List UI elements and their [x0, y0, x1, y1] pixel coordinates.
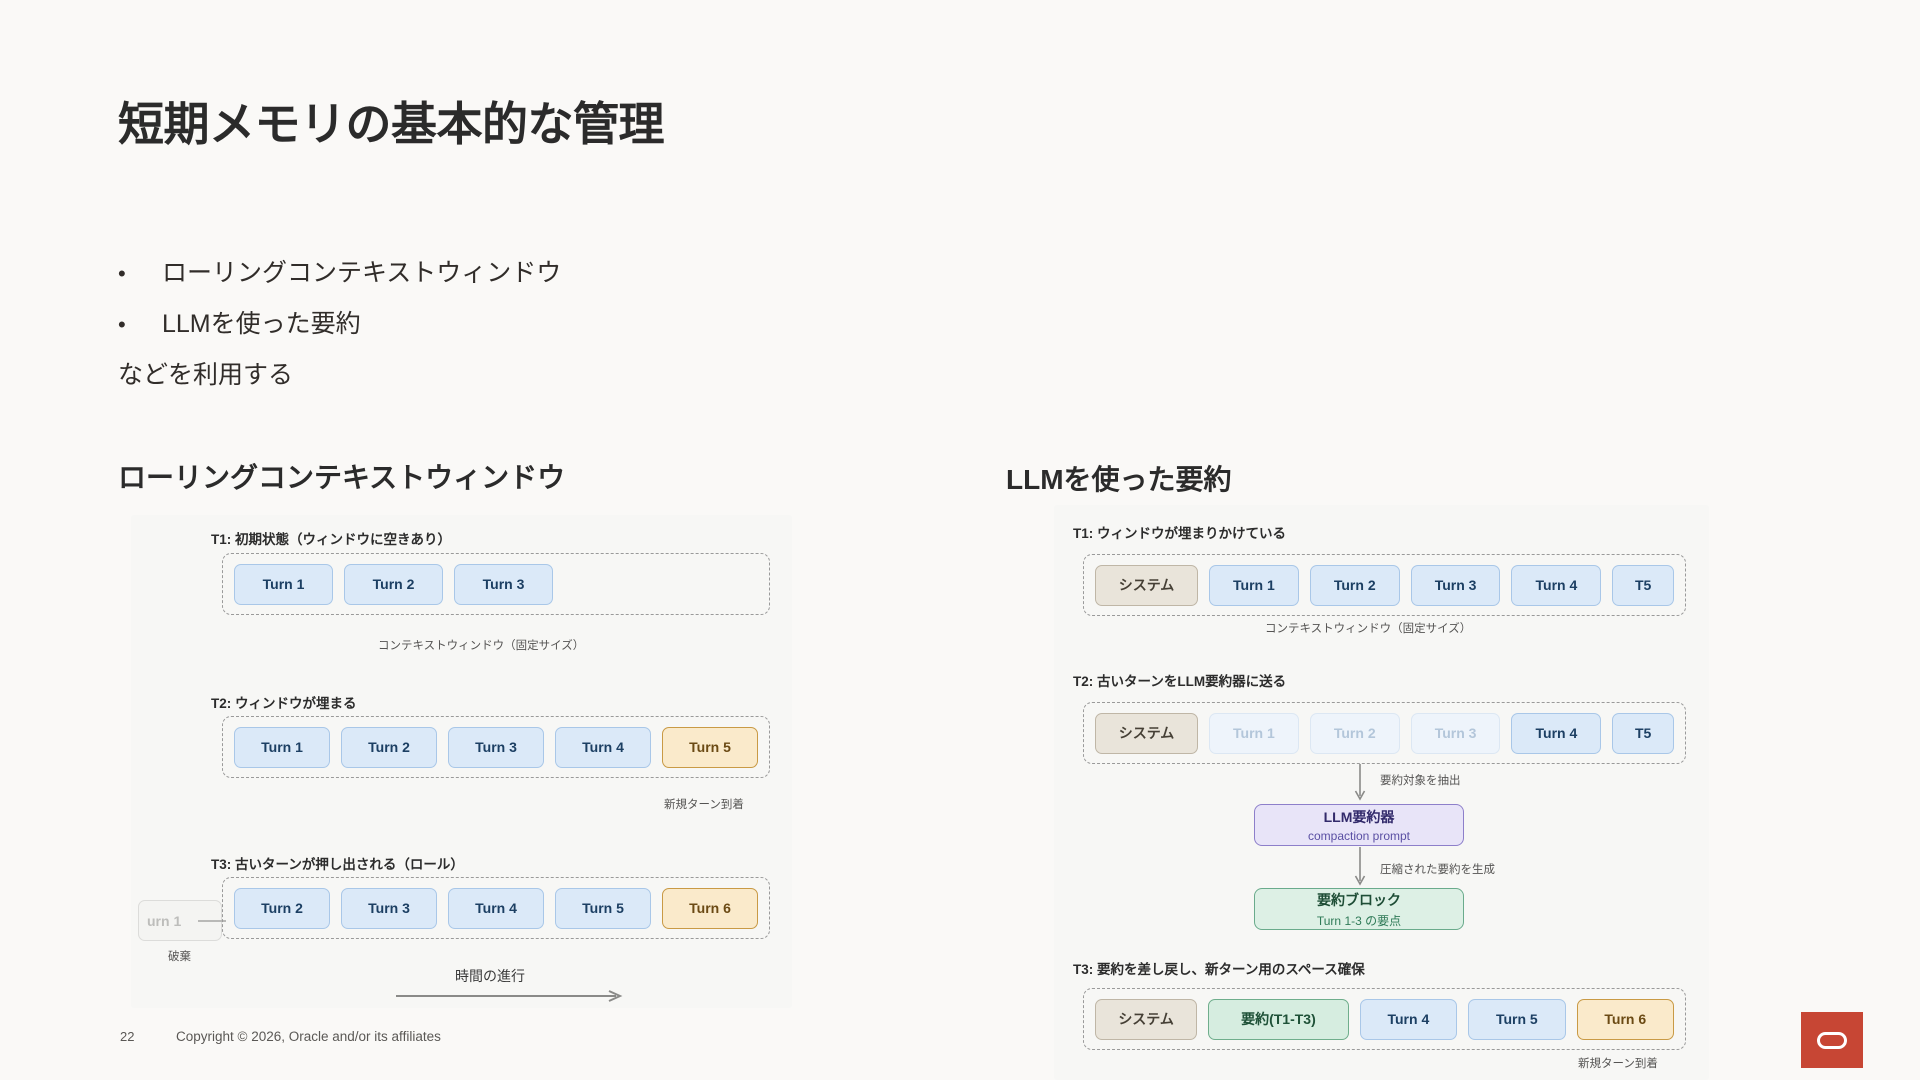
left-context-window-t1: Turn 1 Turn 2 Turn 3 — [222, 553, 770, 615]
time-progress-label: 時間の進行 — [455, 968, 525, 984]
oracle-logo-icon — [1801, 1012, 1863, 1068]
list-item-label: ローリングコンテキストウィンドウ — [162, 259, 562, 287]
right-step-label-t1: T1: ウィンドウが埋まりかけている — [1073, 526, 1287, 541]
discard-connector-line — [198, 920, 226, 922]
left-context-window-t2: Turn 1 Turn 2 Turn 3 Turn 4 Turn 5 — [222, 716, 770, 778]
right-caption-t3: 新規ターン到着 — [1578, 1058, 1658, 1070]
llm-summarizer-title: LLM要約器 — [1323, 809, 1395, 825]
turn-chip: Turn 3 — [1410, 564, 1501, 606]
left-context-window-t3: Turn 2 Turn 3 Turn 4 Turn 5 Turn 6 — [222, 877, 770, 939]
turn-chip: T5 — [1612, 564, 1675, 606]
right-context-window-t3: システム 要約(T1-T3) Turn 4 Turn 5 Turn 6 — [1083, 988, 1686, 1050]
copyright-notice: Copyright © 2026, Oracle and/or its affi… — [176, 1029, 441, 1044]
left-step-label-t2: T2: ウィンドウが埋まる — [211, 696, 357, 711]
turn-chip: Turn 2 — [1309, 564, 1400, 606]
bullet-marker-icon: • — [118, 312, 126, 337]
llm-summarizer-subtitle: compaction prompt — [1307, 829, 1411, 843]
turn-chip: Turn 4 — [555, 726, 651, 768]
generate-summary-arrow-icon — [1354, 847, 1366, 886]
bullet-tail-text: などを利用する — [118, 361, 294, 389]
right-context-window-t1: システム Turn 1 Turn 2 Turn 3 Turn 4 T5 — [1083, 554, 1686, 616]
bullet-marker-icon: • — [118, 261, 126, 286]
oracle-logo-ring — [1817, 1031, 1847, 1049]
extract-arrow-caption: 要約対象を抽出 — [1380, 775, 1461, 787]
turn-chip: Turn 4 — [448, 887, 544, 929]
page-title: 短期メモリの基本的な管理 — [118, 98, 665, 150]
right-context-window-t2: システム Turn 1 Turn 2 Turn 3 Turn 4 T5 — [1083, 702, 1686, 764]
turn-chip: Turn 2 — [234, 887, 330, 929]
list-item: • LLMを使った要約 — [118, 299, 561, 350]
left-caption-t2: 新規ターン到着 — [664, 799, 744, 811]
turn-chip: Turn 3 — [454, 563, 553, 605]
system-chip: システム — [1095, 712, 1198, 754]
turn-chip-new: Turn 5 — [662, 726, 758, 768]
turn-chip: Turn 1 — [1209, 564, 1299, 606]
right-step-label-t2: T2: 古いターンをLLM要約器に送る — [1073, 674, 1287, 689]
turn-chip: T5 — [1612, 712, 1675, 754]
turn-chip-faded: Turn 3 — [1410, 712, 1501, 754]
turn-chip: Turn 5 — [555, 887, 651, 929]
summary-chip: 要約(T1-T3) — [1208, 998, 1349, 1040]
turn-chip: Turn 2 — [341, 726, 437, 768]
left-step-label-t1: T1: 初期状態（ウィンドウに空きあり） — [211, 532, 452, 547]
page-number: 22 — [120, 1029, 135, 1044]
right-step-label-t3: T3: 要約を差し戻し、新ターン用のスペース確保 — [1073, 962, 1365, 977]
turn-chip-new: Turn 6 — [1576, 998, 1674, 1040]
left-caption-t1: コンテキストウィンドウ（固定サイズ） — [378, 640, 585, 652]
llm-summarizer-box: LLM要約器 compaction prompt — [1254, 804, 1464, 846]
turn-chip: Turn 3 — [341, 887, 437, 929]
left-step-label-t3: T3: 古いターンが押し出される（ロール） — [211, 857, 464, 872]
turn-chip: Turn 4 — [1511, 564, 1602, 606]
generate-summary-caption: 圧縮された要約を生成 — [1380, 864, 1495, 876]
list-item-label: LLMを使った要約 — [162, 310, 361, 338]
system-chip: システム — [1095, 998, 1198, 1040]
summary-block-box: 要約ブロック Turn 1-3 の要点 — [1254, 888, 1464, 930]
turn-chip-new: Turn 6 — [662, 887, 758, 929]
right-caption-t1: コンテキストウィンドウ（固定サイズ） — [1265, 623, 1472, 635]
turn-chip: Turn 1 — [234, 726, 330, 768]
turn-chip-faded: Turn 2 — [1309, 712, 1400, 754]
list-item: • ローリングコンテキストウィンドウ — [118, 248, 561, 299]
section-heading-rolling-window: ローリングコンテキストウィンドウ — [118, 462, 566, 493]
extract-arrow-icon — [1354, 764, 1366, 801]
turn-chip: Turn 1 — [234, 563, 333, 605]
bullet-list: • ローリングコンテキストウィンドウ • LLMを使った要約 などを利用する — [118, 248, 561, 401]
turn-chip-faded: Turn 1 — [1209, 712, 1299, 754]
turn-chip: Turn 4 — [1359, 998, 1458, 1040]
time-progress-arrow-icon — [396, 990, 623, 1002]
summary-block-subtitle: Turn 1-3 の要点 — [1316, 913, 1402, 928]
system-chip: システム — [1095, 564, 1198, 606]
section-heading-llm-summary: LLMを使った要約 — [1006, 464, 1232, 495]
discard-caption: 破棄 — [168, 951, 191, 963]
turn-chip: Turn 3 — [448, 726, 544, 768]
summary-block-title: 要約ブロック — [1317, 891, 1401, 908]
turn-chip: Turn 5 — [1468, 998, 1566, 1040]
turn-chip: Turn 2 — [344, 563, 443, 605]
turn-chip: Turn 4 — [1511, 712, 1602, 754]
